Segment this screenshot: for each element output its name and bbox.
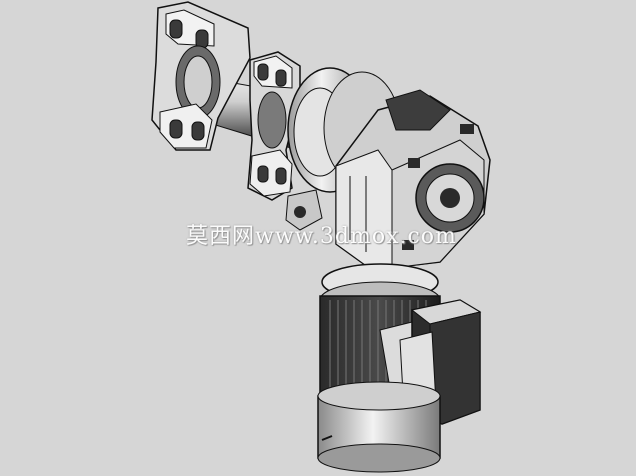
- watermark-text: 莫西网www.3dmox.com: [186, 224, 457, 249]
- pillow-block-right: [247, 51, 301, 201]
- pillow-block-left: [151, 1, 251, 151]
- motor-end-cap: [317, 381, 441, 473]
- gearbox-housing: [335, 89, 491, 271]
